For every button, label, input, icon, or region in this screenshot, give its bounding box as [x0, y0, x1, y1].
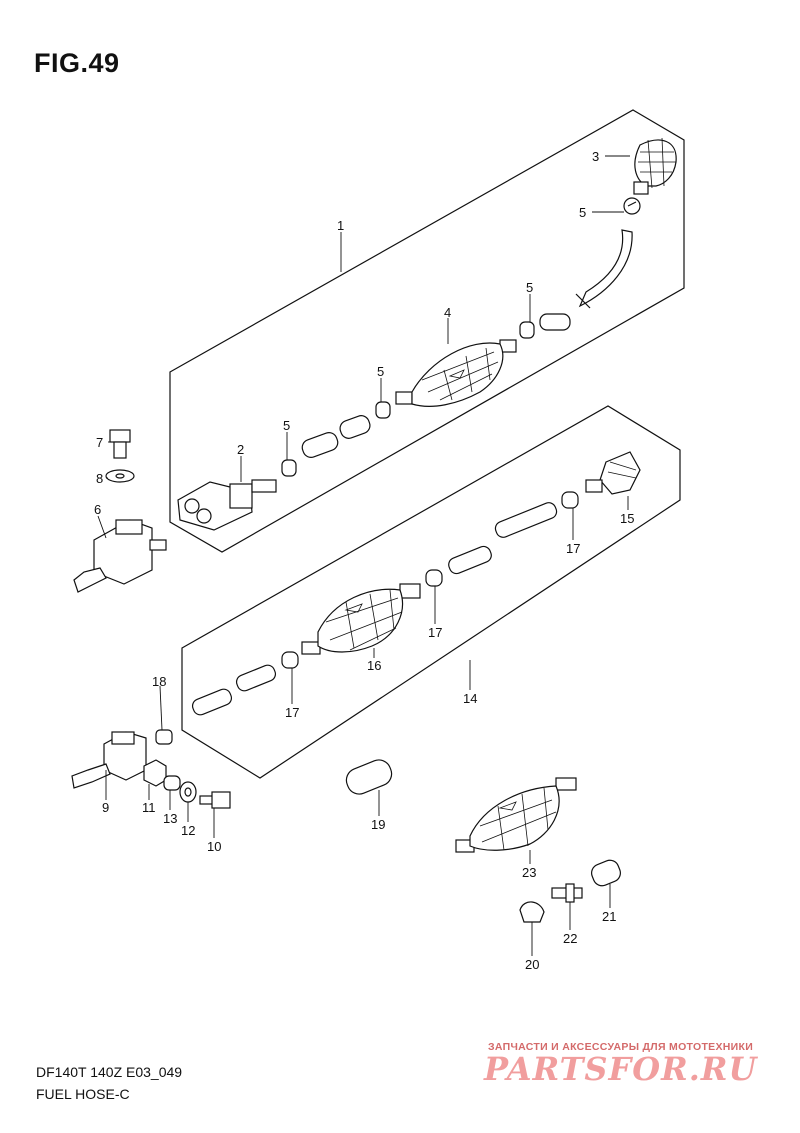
- part-16-primer-bulb: [301, 583, 421, 655]
- part-17-clip: [561, 491, 579, 509]
- callout-5: 5: [377, 364, 384, 379]
- callout-1: 1: [337, 218, 344, 233]
- callout-18: 18: [152, 674, 166, 689]
- figure-caption: FUEL HOSE-C: [36, 1086, 130, 1102]
- callout-10: 10: [207, 839, 221, 854]
- callout-17: 17: [428, 625, 442, 640]
- part-10-bolt: [199, 791, 231, 809]
- callout-7: 7: [96, 435, 103, 450]
- part-3-primer-cap: [633, 137, 677, 195]
- callout-15: 15: [620, 511, 634, 526]
- part-17-clip: [281, 651, 299, 669]
- callout-2: 2: [237, 442, 244, 457]
- callout-4: 4: [444, 305, 451, 320]
- part-15-connector: [585, 451, 641, 495]
- part-7-bolt: [109, 429, 131, 459]
- part-19-sleeve: [345, 759, 393, 795]
- hose-segment: [301, 415, 371, 458]
- callout-19: 19: [371, 817, 385, 832]
- part-5-clip: [519, 313, 571, 339]
- part-12-washer: [179, 781, 197, 803]
- callout-5: 5: [526, 280, 533, 295]
- callout-22: 22: [563, 931, 577, 946]
- callout-17: 17: [566, 541, 580, 556]
- callout-11: 11: [142, 800, 156, 815]
- callout-16: 16: [367, 658, 381, 673]
- part-6-fitting: [73, 519, 167, 593]
- part-13-collar: [163, 775, 181, 791]
- callout-6: 6: [94, 502, 101, 517]
- part-5-clip: [281, 459, 297, 477]
- assembly-frame-14: [181, 405, 681, 779]
- callout-14: 14: [463, 691, 477, 706]
- part-17-clip: [425, 569, 443, 587]
- part-23-primer-bulb: [455, 777, 577, 853]
- part-8-washer: [105, 469, 135, 483]
- part-2-connector: [177, 479, 277, 531]
- part-21-sleeve: [591, 859, 621, 887]
- part-5-clip: [623, 197, 641, 215]
- part-4-primer-bulb: [395, 339, 517, 407]
- model-code: DF140T 140Z E03_049: [36, 1064, 183, 1080]
- part-22-joint: [551, 883, 583, 903]
- leader-lines: [97, 155, 630, 956]
- part-11-nut: [143, 759, 167, 787]
- figure-title: FIG.49: [34, 48, 120, 78]
- callout-3: 3: [592, 149, 599, 164]
- part-5-clip: [375, 401, 391, 419]
- callout-20: 20: [525, 957, 539, 972]
- curved-hose: [578, 229, 633, 308]
- callout-23: 23: [522, 865, 536, 880]
- callout-17: 17: [285, 705, 299, 720]
- callout-21: 21: [602, 909, 616, 924]
- callout-8: 8: [96, 471, 103, 486]
- watermark-logo: PARTSFOR.RU: [484, 1050, 758, 1088]
- callout-13: 13: [163, 811, 177, 826]
- callout-5: 5: [283, 418, 290, 433]
- hose-segment: [448, 502, 558, 575]
- callout-5: 5: [579, 205, 586, 220]
- part-20-clip: [519, 901, 545, 923]
- assembly-frame-1: [169, 109, 685, 553]
- part-9-fitting: [71, 731, 147, 789]
- part-18-clip: [155, 729, 173, 745]
- watermark-tagline: ЗАПЧАСТИ И АКСЕССУАРЫ ДЛЯ МОТОТЕХНИКИ: [488, 1041, 754, 1053]
- callout-12: 12: [181, 823, 195, 838]
- callout-9: 9: [102, 800, 109, 815]
- hose-segment: [191, 664, 277, 716]
